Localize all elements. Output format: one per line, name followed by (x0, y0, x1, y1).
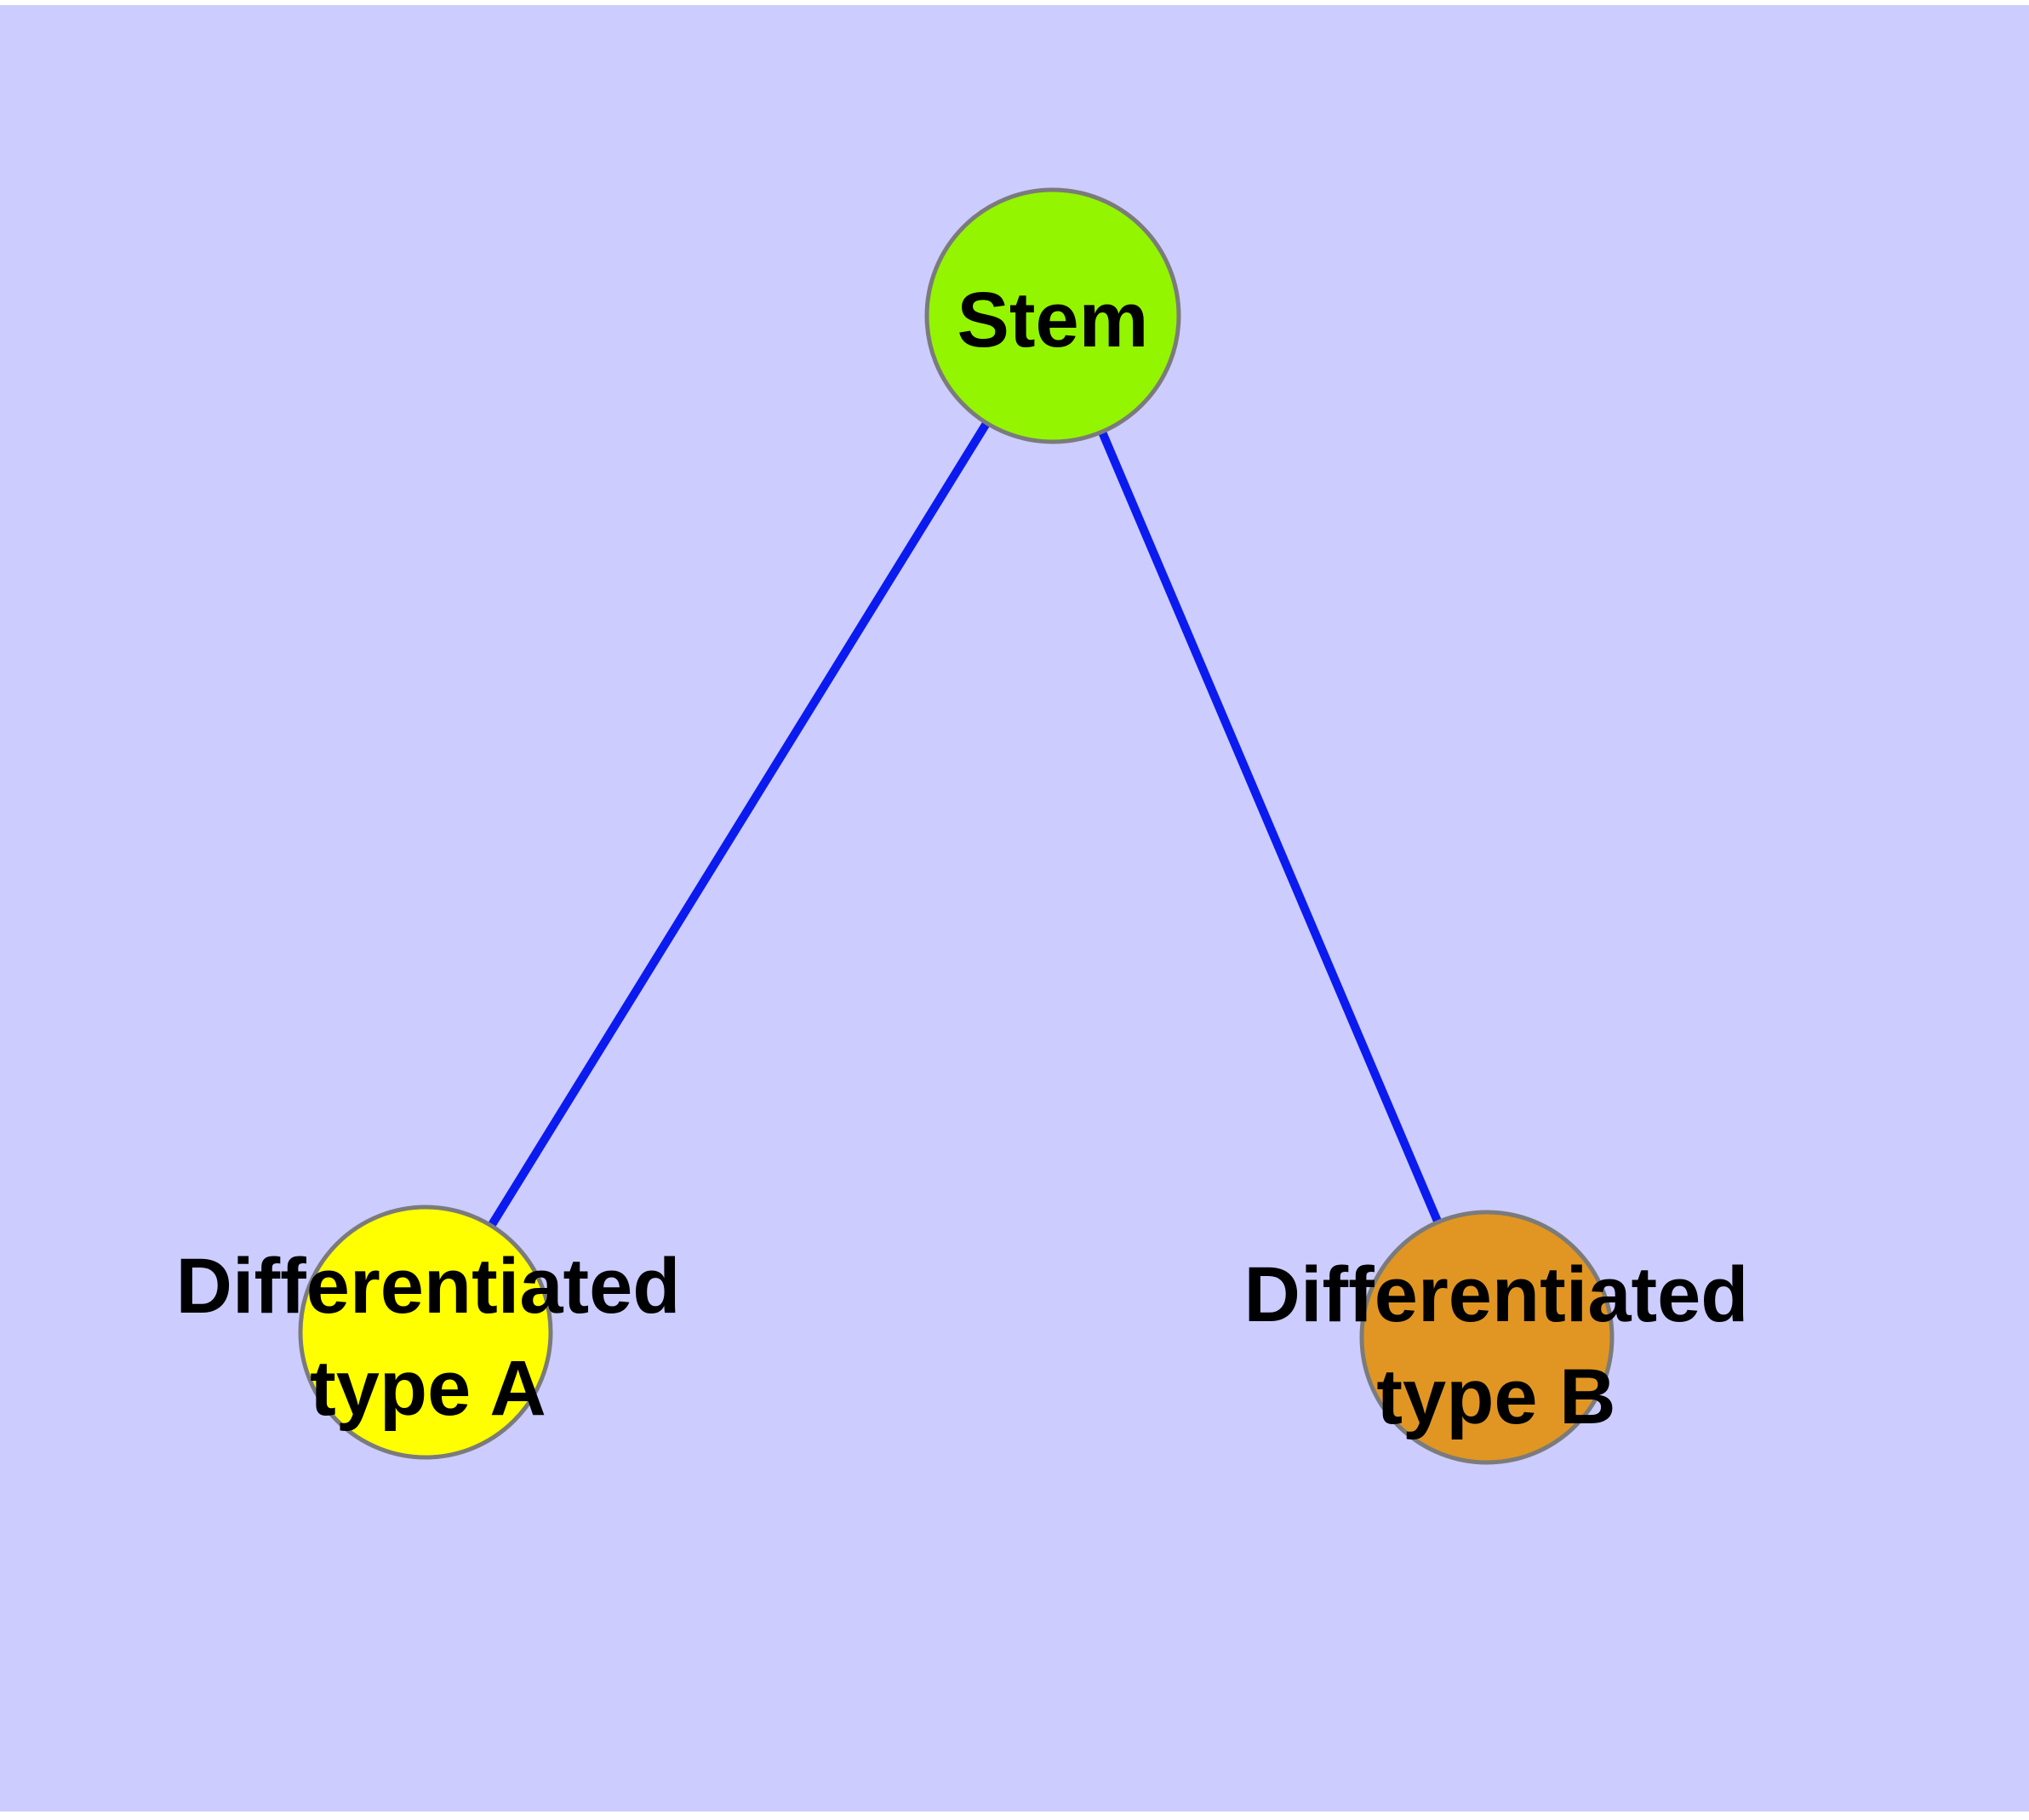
node-differentiated-type-b (1359, 1210, 1615, 1465)
node-stem (924, 187, 1181, 444)
node-differentiated-type-a (298, 1205, 553, 1460)
edge-stem-to-type-a (421, 313, 1057, 1335)
node-label-type-b-line2: type B (1376, 1354, 1615, 1440)
node-label-stem: Stem (957, 277, 1149, 363)
node-label-type-a-line2: type A (310, 1345, 546, 1432)
node-label-type-a-line1: Differentiated (176, 1243, 681, 1330)
node-label-type-b-line1: Differentiated (1244, 1251, 1749, 1338)
edge-stem-to-type-b (1049, 314, 1491, 1339)
